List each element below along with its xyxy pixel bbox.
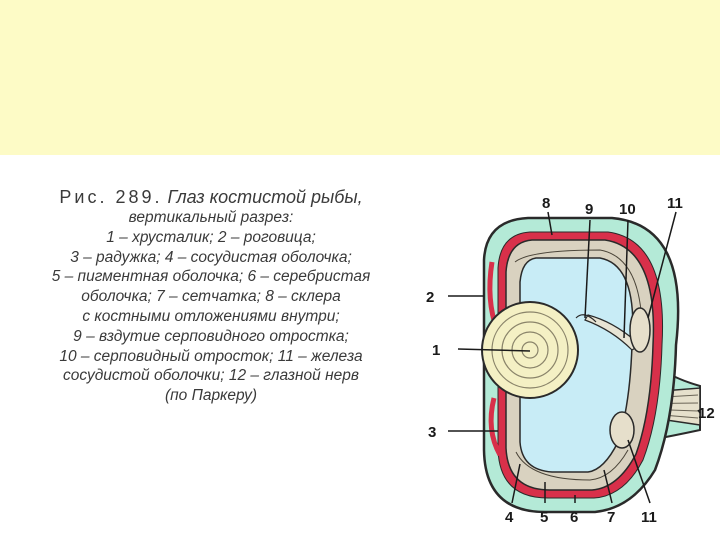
label-10: 10 [619,201,636,218]
label-9: 9 [585,201,593,218]
label-11-upper: 11 [667,195,683,212]
label-5: 5 [540,509,548,526]
label-1: 1 [432,342,440,359]
choroid-gland-upper [630,308,650,352]
label-6: 6 [570,509,578,526]
label-8: 8 [542,195,550,212]
choroid-gland-lower [610,412,634,448]
label-12: 12 [698,405,715,422]
label-2: 2 [426,289,434,306]
label-4: 4 [505,509,514,526]
label-3: 3 [428,424,436,441]
label-7: 7 [607,509,615,526]
label-11-lower: 11 [641,509,657,526]
